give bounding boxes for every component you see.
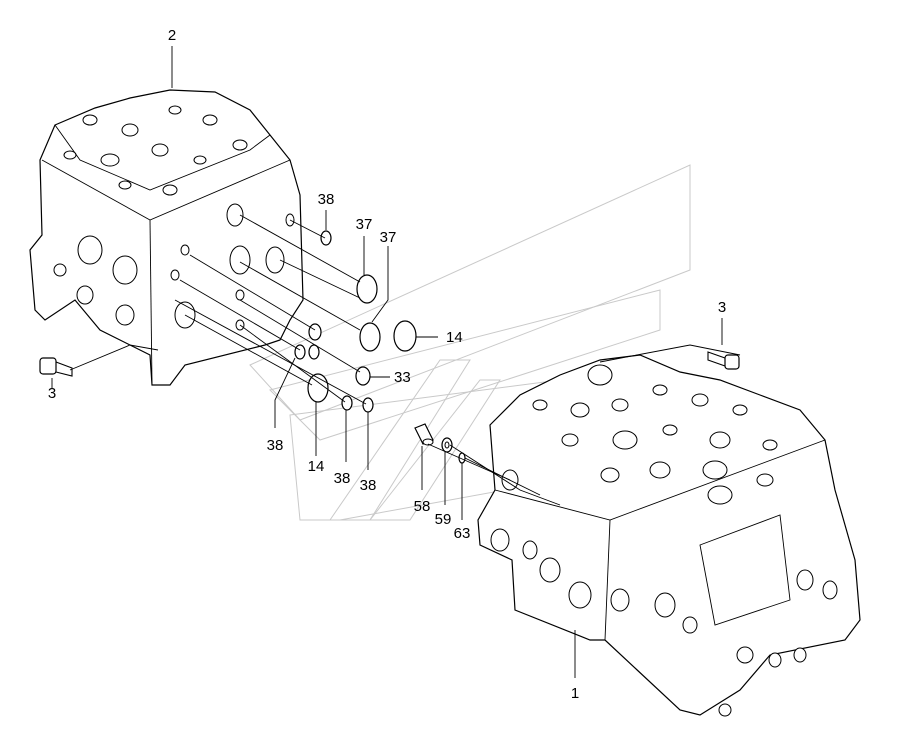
callout-59: 59 bbox=[435, 511, 452, 528]
o-ring-14-right bbox=[393, 320, 417, 352]
o-ring-38-c bbox=[308, 344, 320, 360]
o-ring-38-d bbox=[341, 395, 353, 411]
callouts: 2 3 3 38 37 37 14 33 38 14 38 38 58 59 6… bbox=[48, 27, 726, 702]
bolt-3-right bbox=[707, 351, 740, 370]
callout-37-upper: 37 bbox=[356, 216, 373, 233]
assembly-lines bbox=[69, 214, 741, 506]
block-1-holes bbox=[490, 364, 838, 717]
callout-38-mid: 38 bbox=[334, 470, 351, 487]
callout-1: 1 bbox=[571, 685, 579, 702]
valve-block-2 bbox=[29, 89, 304, 386]
watermark-logo bbox=[249, 164, 691, 521]
callout-14-right: 14 bbox=[446, 329, 463, 346]
o-ring-33 bbox=[355, 366, 371, 386]
plug-58 bbox=[414, 423, 434, 446]
washer-59 bbox=[441, 437, 453, 453]
o-ring-37-upper bbox=[356, 274, 378, 304]
callout-2: 2 bbox=[168, 27, 176, 44]
callout-14-left: 14 bbox=[308, 458, 325, 475]
callout-33: 33 bbox=[394, 369, 411, 386]
callout-38-left: 38 bbox=[267, 437, 284, 454]
callout-37-lower: 37 bbox=[380, 229, 397, 246]
o-ring-38-a bbox=[308, 323, 322, 341]
callout-58: 58 bbox=[414, 498, 431, 515]
callout-63: 63 bbox=[454, 525, 471, 542]
o-ring-38-top bbox=[320, 230, 332, 246]
leader-lines bbox=[51, 46, 723, 678]
block-2-holes bbox=[53, 105, 295, 331]
o-ring-38-e bbox=[362, 397, 374, 413]
valve-block-1 bbox=[477, 354, 861, 717]
callout-38-right: 38 bbox=[360, 477, 377, 494]
bolt-3-left bbox=[39, 357, 73, 377]
o-ring-37-lower bbox=[359, 322, 381, 352]
o-ring-38-b bbox=[294, 344, 306, 360]
callout-3-right: 3 bbox=[718, 299, 726, 316]
callout-38-top: 38 bbox=[318, 191, 335, 208]
callout-3-left: 3 bbox=[48, 385, 56, 402]
